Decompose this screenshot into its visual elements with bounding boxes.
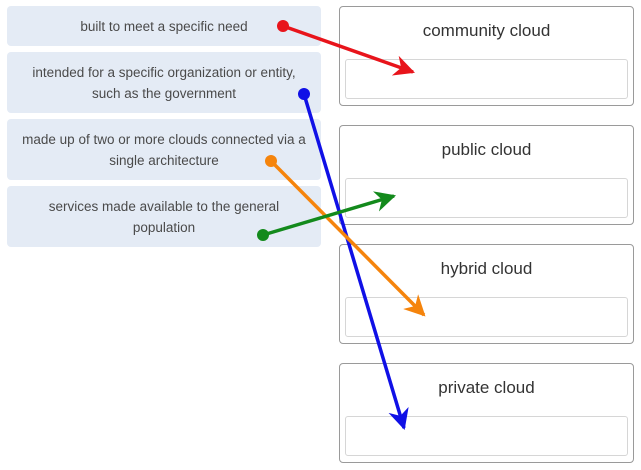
target-title: community cloud <box>422 21 551 40</box>
statement-item-multiple-clouds[interactable]: made up of two or more clouds connected … <box>7 119 321 180</box>
statement-item-specific-organization[interactable]: intended for a specific organization or … <box>7 52 321 113</box>
drop-slot-community-cloud[interactable] <box>345 59 628 99</box>
drop-slot-hybrid-cloud[interactable] <box>345 297 628 337</box>
target-box-public-cloud: public cloud <box>339 125 634 225</box>
target-box-private-cloud: private cloud <box>339 363 634 463</box>
statement-text: services made available to the general p… <box>48 198 280 235</box>
target-title: public cloud <box>441 140 532 159</box>
statement-item-specific-need[interactable]: built to meet a specific need <box>7 6 321 46</box>
drop-slot-public-cloud[interactable] <box>345 178 628 218</box>
target-title: hybrid cloud <box>440 259 533 278</box>
target-box-community-cloud: community cloud <box>339 6 634 106</box>
drop-slot-private-cloud[interactable] <box>345 416 628 456</box>
statement-text: made up of two or more clouds connected … <box>22 131 306 168</box>
statement-item-general-population[interactable]: services made available to the general p… <box>7 186 321 247</box>
statement-text: built to meet a specific need <box>80 18 248 34</box>
target-box-hybrid-cloud: hybrid cloud <box>339 244 634 344</box>
statement-text: intended for a specific organization or … <box>32 64 296 101</box>
target-title: private cloud <box>438 378 535 397</box>
